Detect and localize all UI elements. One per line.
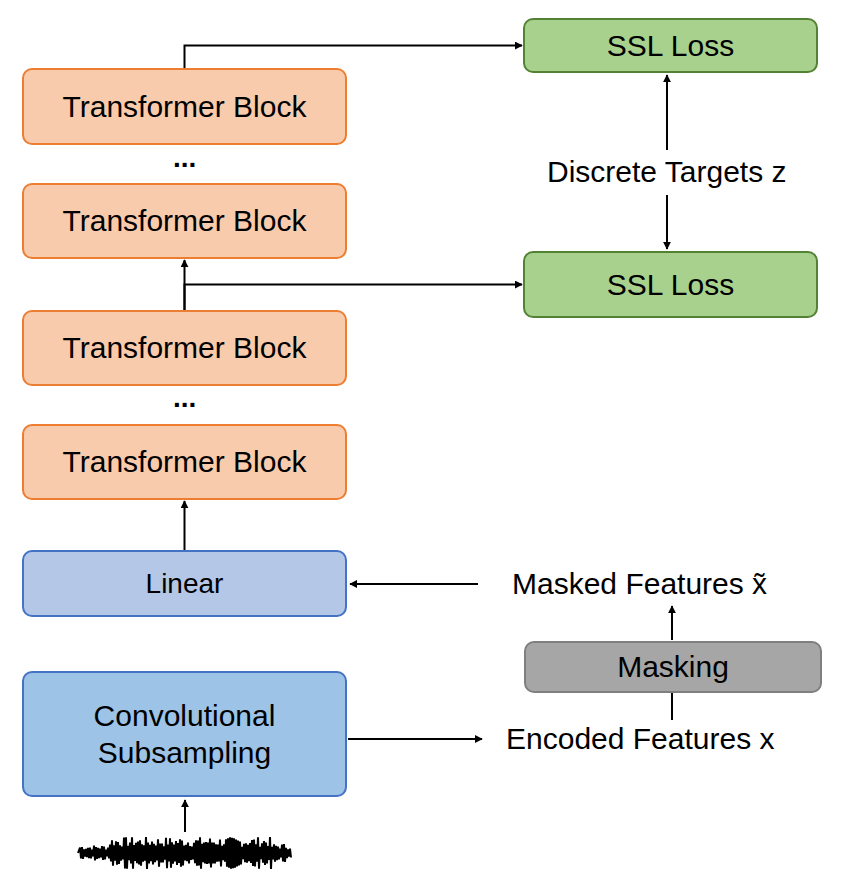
node-text: Transformer Block — [63, 329, 307, 367]
feature-arrow — [348, 738, 482, 740]
masking-box: Masking — [524, 641, 822, 693]
loss-box: SSL Loss — [523, 18, 818, 73]
ellipsis: ... — [171, 147, 198, 169]
node-text: SSL Loss — [607, 266, 734, 304]
conv-subsampling: Convolutional Subsampling — [22, 671, 347, 797]
features-label: Masked Features x̃ — [510, 566, 769, 602]
transformer-block: Transformer Block — [22, 68, 347, 145]
feature-arrow — [350, 583, 478, 585]
node-text: Linear — [146, 566, 224, 601]
loss-box: SSL Loss — [523, 251, 818, 318]
connector-arrow — [185, 285, 523, 311]
connector-arrow — [185, 46, 523, 69]
waveform — [78, 837, 291, 869]
feature-arrow — [671, 606, 673, 640]
node-text: SSL Loss — [607, 27, 734, 65]
transformer-block: Transformer Block — [22, 183, 347, 259]
ellipsis: ... — [171, 387, 198, 409]
node-text: Transformer Block — [63, 443, 307, 481]
target-arrow — [666, 195, 668, 249]
node-text: Transformer Block — [63, 202, 307, 240]
node-text: Transformer Block — [63, 88, 307, 126]
transformer-block: Transformer Block — [22, 424, 347, 500]
node-text: Masking — [617, 648, 729, 686]
feature-line — [671, 689, 673, 720]
targets-label: Discrete Targets z — [545, 154, 789, 190]
node-text: Convolutional Subsampling — [64, 697, 305, 772]
transformer-block: Transformer Block — [22, 310, 347, 386]
connector-arrow — [184, 501, 186, 550]
linear-layer: Linear — [22, 550, 347, 617]
features-label: Encoded Features x — [504, 721, 777, 757]
input-arrow — [184, 800, 186, 832]
target-arrow — [666, 75, 668, 150]
